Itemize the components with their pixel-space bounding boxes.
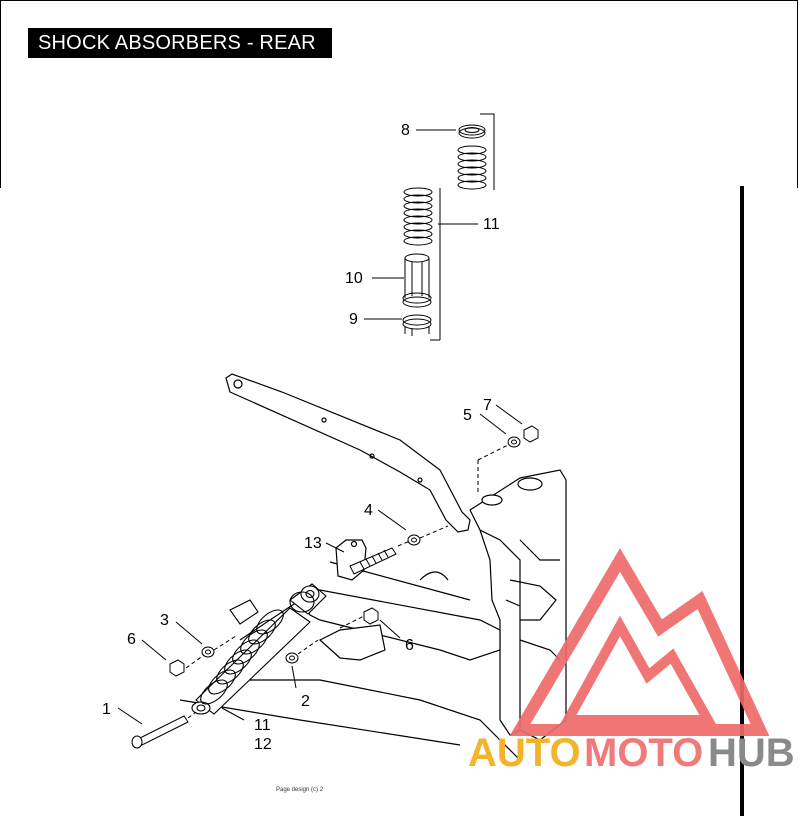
callout-2: 2: [301, 693, 310, 710]
watermark-auto: AUTO: [468, 731, 581, 775]
callout-7: 7: [483, 397, 492, 414]
hardware: [131, 425, 539, 749]
callout-13: 13: [304, 535, 322, 552]
watermark-text: AUTO MOTO HUB: [468, 731, 795, 775]
callout-10: 10: [345, 270, 363, 287]
leader-lines: [117, 404, 523, 725]
frame-assembly: [179, 373, 567, 761]
watermark-moto: MOTO: [584, 731, 703, 775]
bolt-item-1: [131, 715, 189, 749]
page-frame: [0, 0, 798, 188]
watermark-logo: [509, 548, 770, 736]
washer-item-2: [285, 652, 299, 664]
assembly-lines: [185, 444, 509, 719]
callout-12: 12: [254, 736, 272, 753]
callout-labels: 8 11 10 9 7 5 4 13 3 6 6 2 1 11 12: [102, 122, 500, 753]
washer-item-5: [507, 436, 521, 448]
spring-kit-exploded: [364, 113, 495, 341]
spring-upper: [457, 145, 487, 190]
spring-retainer-item-9: [402, 314, 432, 336]
callout-9: 9: [349, 311, 358, 328]
callout-6-left: 6: [127, 631, 136, 648]
page-right-edge: [740, 186, 744, 816]
callout-4: 4: [364, 502, 373, 519]
callout-11-bottom: 11: [254, 717, 271, 734]
spring-sleeve-item-10: [402, 253, 432, 308]
stud-item-13: [349, 547, 397, 575]
washer-item-3: [201, 646, 215, 658]
nut-item-6-left: [169, 659, 185, 677]
callout-3: 3: [160, 612, 169, 629]
callout-5: 5: [463, 407, 472, 424]
callout-11-top: 11: [483, 216, 500, 233]
callout-8: 8: [401, 122, 410, 139]
watermark-hub: HUB: [708, 731, 795, 775]
footer-note: Page design (c) 2: [276, 787, 324, 793]
callout-1: 1: [102, 701, 111, 718]
spring-seat-item-8: [458, 124, 486, 139]
page-title: SHOCK ABSORBERS - REAR: [28, 28, 332, 58]
callout-6-right: 6: [405, 637, 414, 654]
nut-item-7: [523, 425, 539, 443]
nut-item-6-right: [363, 607, 379, 625]
shock-absorber: [191, 583, 327, 715]
washer-item-4: [407, 534, 421, 546]
spring-lower: [403, 187, 433, 246]
